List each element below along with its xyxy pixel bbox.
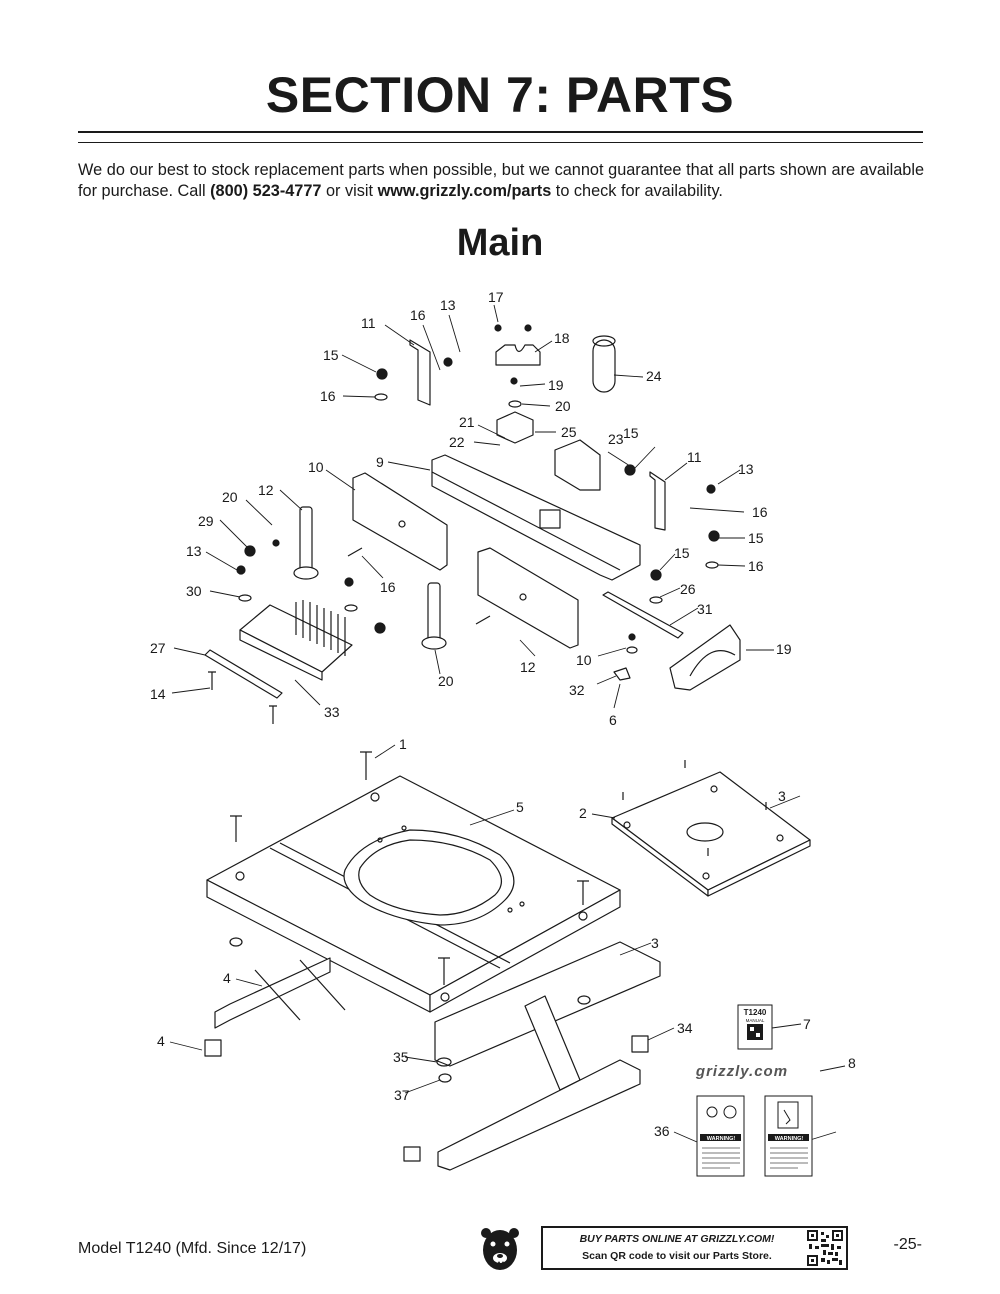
intro-paragraph: We do our best to stock replacement part… xyxy=(78,160,924,202)
callout-number: 10 xyxy=(308,459,324,475)
intro-text-1: We do our best to stock replacement part… xyxy=(78,161,924,200)
callout-number: 22 xyxy=(449,434,465,450)
callout-number: 4 xyxy=(157,1033,165,1049)
fence-part xyxy=(431,454,641,581)
warning-label-37: WARNING! xyxy=(696,1095,745,1177)
callout-number: 36 xyxy=(654,1123,670,1139)
manual-label-model: T1240 xyxy=(744,1008,767,1017)
buy-parts-banner[interactable]: BUY PARTS ONLINE AT GRIZZLY.COM! Scan QR… xyxy=(541,1226,848,1270)
table-top-part xyxy=(206,775,621,1013)
stand-legs-part xyxy=(214,941,661,1171)
callout-number: 3 xyxy=(651,935,659,951)
callout-number: 7 xyxy=(803,1016,811,1032)
callout-number: 18 xyxy=(554,330,570,346)
buy-parts-subline: Scan QR code to visit our Parts Store. xyxy=(582,1250,772,1262)
featherboard-part xyxy=(239,600,353,681)
callout-number: 10 xyxy=(576,652,592,668)
callout-number: 11 xyxy=(687,449,702,465)
callout-number: 33 xyxy=(324,704,340,720)
callout-number: 26 xyxy=(680,581,696,597)
callout-number: 17 xyxy=(488,289,504,305)
callout-number: 32 xyxy=(569,682,585,698)
callout-number: 19 xyxy=(776,641,792,657)
callout-number: 12 xyxy=(520,659,536,675)
page-number: -25- xyxy=(893,1236,922,1253)
insert-plate-part xyxy=(611,771,811,897)
manual-label-sub: MANUAL xyxy=(746,1018,765,1023)
callout-number: 16 xyxy=(748,558,764,574)
callout-number: 2 xyxy=(579,805,587,821)
phone-number: (800) 523-4777 xyxy=(210,182,322,200)
callout-number: 13 xyxy=(186,543,202,559)
intro-text-3: to check for availability. xyxy=(551,182,723,200)
callout-number: 14 xyxy=(150,686,166,702)
warning-text-37: WARNING! xyxy=(707,1136,736,1142)
grizzly-label: grizzly.com xyxy=(695,1063,788,1080)
callout-number: 15 xyxy=(748,530,764,546)
warning-label-36: WARNING! xyxy=(764,1095,813,1177)
callout-number: 15 xyxy=(623,425,639,441)
grizzly-bear-logo xyxy=(481,1228,519,1270)
callout-number: 19 xyxy=(548,377,564,393)
callout-number: 5 xyxy=(516,799,524,815)
parts-url: www.grizzly.com/parts xyxy=(377,182,552,200)
callout-number: 27 xyxy=(150,640,166,656)
callout-number: 16 xyxy=(320,388,336,404)
qr-code-icon[interactable] xyxy=(807,1230,843,1266)
callout-number: 20 xyxy=(555,398,571,414)
callout-number: 24 xyxy=(646,368,662,384)
title-rule-top xyxy=(78,131,923,133)
title-rule-bottom xyxy=(78,142,923,143)
callout-number: 30 xyxy=(186,583,202,599)
callout-number: 16 xyxy=(380,579,396,595)
callout-number: 15 xyxy=(323,347,339,363)
callout-number: 3 xyxy=(778,788,786,804)
callout-number: 37 xyxy=(394,1087,410,1103)
callout-number: 20 xyxy=(222,489,238,505)
callout-number: 35 xyxy=(393,1049,409,1065)
callout-number: 11 xyxy=(361,315,376,331)
callout-number: 13 xyxy=(738,461,754,477)
diagram-title: Main xyxy=(456,222,544,264)
callout-number: 15 xyxy=(674,545,690,561)
buy-parts-headline: BUY PARTS ONLINE AT GRIZZLY.COM! xyxy=(579,1233,775,1245)
callout-number: 6 xyxy=(609,712,617,728)
callout-number: 29 xyxy=(198,513,214,529)
intro-text-2: or visit xyxy=(321,182,378,200)
callout-number: 20 xyxy=(438,673,454,689)
page-title: SECTION 7: PARTS xyxy=(265,67,735,123)
callout-number: 16 xyxy=(410,307,426,323)
callout-number: 25 xyxy=(561,424,577,440)
footer-model: Model T1240 (Mfd. Since 12/17) xyxy=(78,1240,307,1257)
callout-number: 23 xyxy=(608,431,624,447)
callout-number: 13 xyxy=(440,297,456,313)
callout-number: 16 xyxy=(752,504,768,520)
callout-number: 9 xyxy=(376,454,384,470)
callout-number: 31 xyxy=(697,601,713,617)
callout-number: 1 xyxy=(399,736,407,752)
callout-number: 34 xyxy=(677,1020,693,1036)
warning-text-36: WARNING! xyxy=(775,1136,804,1142)
callout-number: 4 xyxy=(223,970,231,986)
callout-number: 12 xyxy=(258,482,274,498)
manual-label-part: T1240 MANUAL xyxy=(737,1004,773,1050)
callout-number: 8 xyxy=(848,1055,856,1071)
miter-gauge-part xyxy=(669,624,741,691)
callout-number: 21 xyxy=(459,414,475,430)
